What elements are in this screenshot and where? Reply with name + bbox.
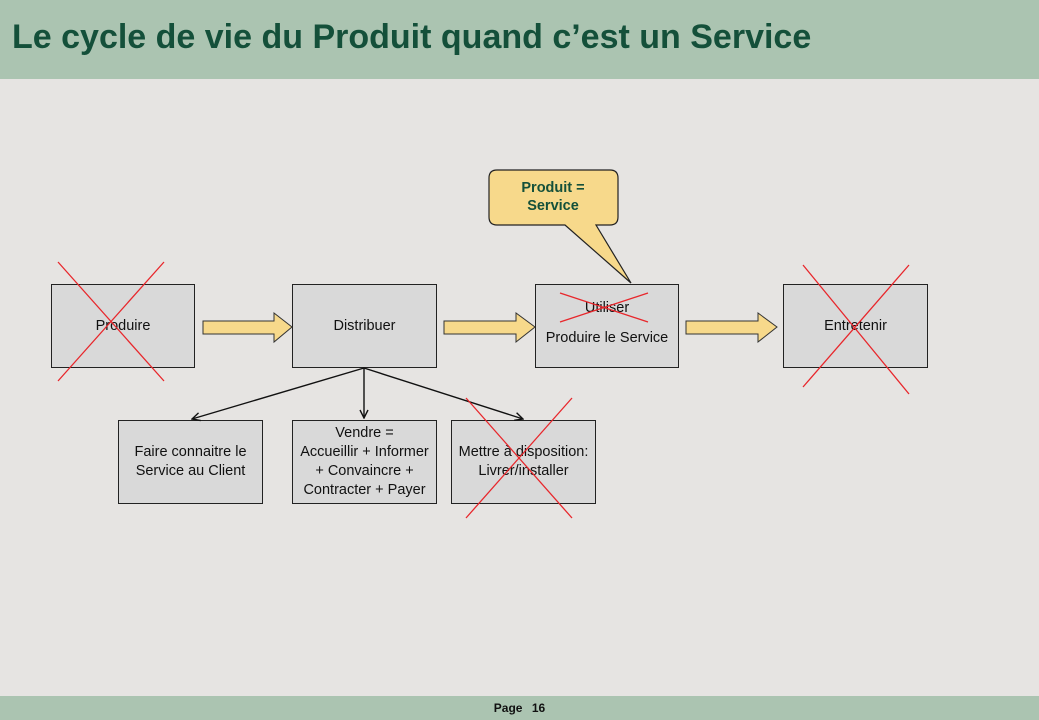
title-bar: Le cycle de vie du Produit quand c’est u… <box>0 0 1039 79</box>
step-label: Entretenir <box>824 317 887 334</box>
callout-line: Produit = <box>521 180 585 196</box>
substep-faire-connaitre: Faire connaitre le Service au Client <box>118 420 263 504</box>
step-distribuer: Distribuer <box>292 284 437 368</box>
callout-line: Service <box>527 198 579 214</box>
connector-mettre-a-disposition <box>363 367 523 419</box>
page-label: Page <box>493 701 523 715</box>
substep-line: Service au Client <box>135 463 246 479</box>
substep-mettre-a-disposition: Mettre à disposition: Livrer/installer <box>451 420 596 504</box>
step-produire: Produire <box>51 284 195 368</box>
substep-line: + Convaincre + <box>315 463 414 479</box>
substep-vendre: Vendre = Accueillir + Informer + Convain… <box>292 420 437 504</box>
substep-line: Contracter + Payer <box>303 482 426 498</box>
slide-title: Le cycle de vie du Produit quand c’est u… <box>12 18 812 56</box>
page-number: Page 16 <box>0 701 1039 715</box>
callout-text: Produit = Service <box>489 179 617 215</box>
substep-line: Vendre = <box>335 425 394 441</box>
footer-bar: Page 16 <box>0 696 1039 720</box>
substep-line: Faire connaitre le <box>134 444 247 460</box>
substep-line: Mettre à disposition: <box>458 444 589 460</box>
flow-arrow-2 <box>443 312 536 344</box>
step-label: Produire le Service <box>545 330 669 346</box>
step-entretenir: Entretenir <box>783 284 928 368</box>
connector-faire-connaitre <box>192 367 365 419</box>
step-label: Distribuer <box>333 317 396 334</box>
step-label: Produire <box>95 317 151 334</box>
flow-arrow-1 <box>202 311 293 344</box>
substep-line: Livrer/installer <box>478 463 569 479</box>
step-utiliser: Utiliser Produire le Service <box>535 284 679 368</box>
flow-arrow-3 <box>685 312 778 344</box>
page-value: 16 <box>531 701 546 715</box>
substep-line: Accueillir + Informer <box>300 444 429 460</box>
step-label-crossed: Utiliser <box>584 300 630 316</box>
